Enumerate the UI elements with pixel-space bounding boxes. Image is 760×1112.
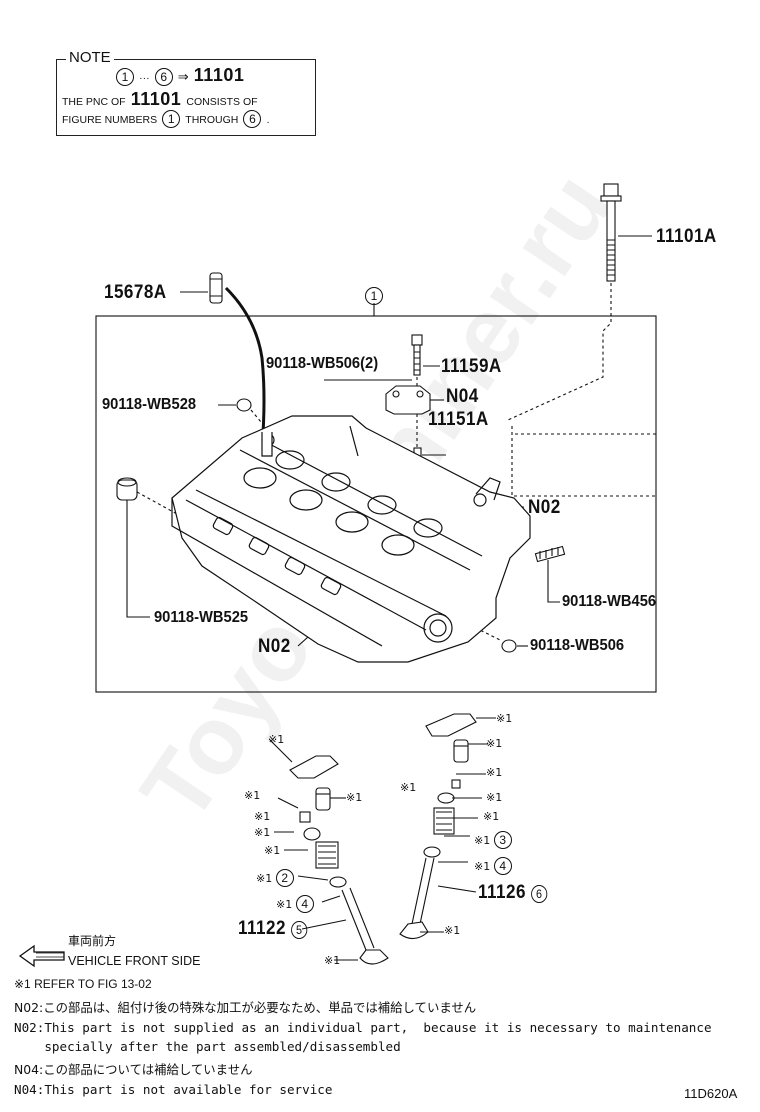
stud-456-shape <box>534 545 566 563</box>
note-arrow: ⇒ <box>177 69 189 84</box>
note-figure-start: 1 <box>116 68 134 86</box>
ref-mark: ※1 <box>256 872 273 885</box>
ref-mark: ※1 <box>486 737 503 750</box>
label-11159a[interactable]: 11159A <box>441 356 502 377</box>
note-pnc: 11101 <box>193 65 245 85</box>
figure-code: 11D620A <box>684 1086 738 1101</box>
note-figure-6: 6 <box>243 110 262 128</box>
note-title: NOTE <box>66 50 114 65</box>
note-text-a: THE PNC OF <box>62 96 126 108</box>
n02-note-en-2: specially after the part assembled/disas… <box>14 1039 401 1054</box>
label-90118-wb528[interactable]: 90118-WB528 <box>102 396 197 413</box>
ref-mark: ※1 <box>483 810 500 823</box>
note-figure-1: 1 <box>162 110 181 128</box>
label-90118-wb506-2[interactable]: 90118-WB506(2) <box>266 355 379 372</box>
intake-valve-train <box>269 739 389 965</box>
exhaust-valve-train <box>399 713 496 940</box>
n02-note-jp: N02:この部品は、組付け後の特殊な加工が必要なため、単品では補給していません <box>14 1000 477 1015</box>
ref-mark: ※1 <box>474 860 491 873</box>
label-15678a[interactable]: 15678A <box>104 282 167 303</box>
note-text-b: CONSISTS OF <box>186 96 258 108</box>
group-figure-1-circle: 1 <box>365 287 383 305</box>
bolt-11101a-shape <box>600 183 622 282</box>
label-90118-wb506[interactable]: 90118-WB506 <box>530 637 625 654</box>
note-text-c: FIGURE NUMBERS <box>62 114 158 126</box>
note-text-d: THROUGH <box>185 114 239 126</box>
ref-mark-fig3: ※1 3 <box>474 831 512 849</box>
ref-mark: ※1 <box>346 791 363 804</box>
note-dots: ··· <box>139 72 150 84</box>
ref-mark: ※1 <box>400 781 417 794</box>
ref-mark: ※1 <box>254 810 271 823</box>
note-box <box>56 59 316 136</box>
ref-mark: ※1 <box>244 789 261 802</box>
ref-mark: ※1 <box>264 844 281 857</box>
label-90118-wb456[interactable]: 90118-WB456 <box>562 593 657 610</box>
note-period: . <box>266 114 270 126</box>
bearing-cap-shape <box>385 385 431 415</box>
assembly-frame <box>95 315 657 693</box>
figure-3-circle: 3 <box>493 831 512 849</box>
note-line-2: THE PNC OF 11101 CONSISTS OF <box>62 90 258 108</box>
ref-mark: ※1 <box>268 733 285 746</box>
vehicle-front-en: VEHICLE FRONT SIDE <box>68 954 201 968</box>
label-n02-bottom[interactable]: N02 <box>258 636 291 657</box>
ref-mark: ※1 <box>486 766 503 779</box>
group-figure-1: 1 <box>365 287 383 305</box>
ref-note: ※1 REFER TO FIG 13-02 <box>14 977 152 991</box>
ref-mark-fig2: ※1 2 <box>256 869 294 887</box>
label-11126-text: 11126 <box>478 882 526 903</box>
ref-mark: ※1 <box>496 712 513 725</box>
ref-mark: ※1 <box>474 834 491 847</box>
label-n02-right[interactable]: N02 <box>528 497 561 518</box>
label-11122-text: 11122 <box>238 918 286 939</box>
label-11101a[interactable]: 11101A <box>656 226 717 247</box>
label-n04[interactable]: N04 <box>446 386 479 407</box>
ref-mark: ※1 <box>444 924 461 937</box>
note-figure-end: 6 <box>154 68 173 86</box>
label-11151a[interactable]: 11151A <box>428 409 489 430</box>
ref-mark: ※1 <box>486 791 503 804</box>
ref-mark-fig4b: ※1 4 <box>474 857 512 875</box>
n04-note-jp: N04:この部品については補給していません <box>14 1062 253 1077</box>
label-90118-wb525[interactable]: 90118-WB525 <box>154 609 249 626</box>
ref-mark-fig4a: ※1 4 <box>276 895 314 913</box>
vehicle-front-jp: 車両前方 <box>68 934 117 948</box>
stud-11159a-shape <box>411 334 423 376</box>
plug-525-shape <box>116 477 138 501</box>
figure-2-circle: 2 <box>275 869 294 887</box>
n04-note-en: N04:This part is not available for servi… <box>14 1082 333 1097</box>
ref-mark: ※1 <box>324 954 341 967</box>
figure-4-circle: 4 <box>493 857 512 875</box>
pin-15678a-shape <box>209 272 223 304</box>
figure-5-circle: 5 <box>291 921 308 939</box>
n02-note-en-1: N02:This part is not supplied as an indi… <box>14 1020 712 1035</box>
label-11122[interactable]: 11122 5 <box>238 918 308 939</box>
cylinder-head-shape <box>171 415 531 663</box>
figure-4-circle: 4 <box>295 895 314 913</box>
note-pnc-2: 11101 <box>130 89 182 109</box>
note-line-3: FIGURE NUMBERS 1 THROUGH 6 . <box>62 110 269 128</box>
note-line-1: 1 ··· 6 ⇒ 11101 <box>116 66 244 86</box>
ref-mark: ※1 <box>254 826 271 839</box>
ref-mark: ※1 <box>276 898 293 911</box>
vehicle-front-arrow <box>18 944 65 968</box>
label-11126[interactable]: 11126 6 <box>478 882 548 903</box>
figure-6-circle: 6 <box>531 885 548 903</box>
